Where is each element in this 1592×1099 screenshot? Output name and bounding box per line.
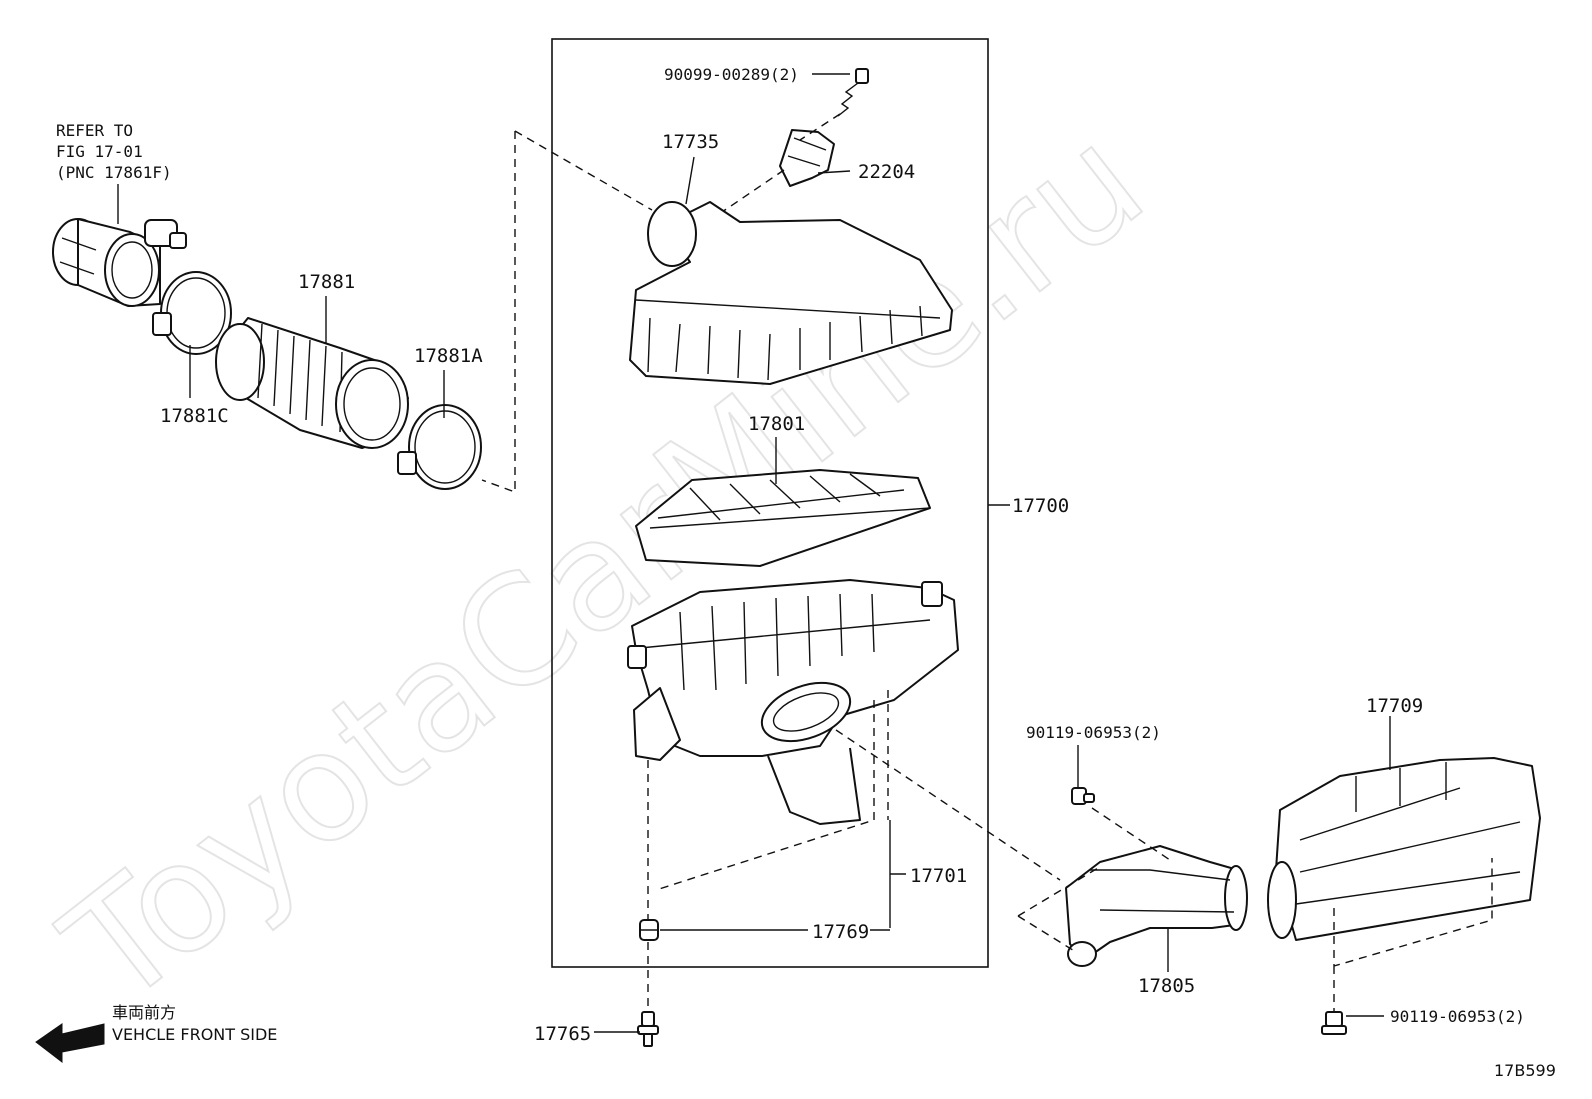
label-17805: 17805 [1138, 975, 1195, 997]
leader-22204 [817, 170, 851, 174]
air-filter-element-17801[interactable] [635, 469, 931, 567]
figure-code: 17B599 [1494, 1061, 1556, 1080]
sensor-dashed-line [721, 113, 841, 213]
hose-clamp-17881c[interactable] [152, 271, 232, 355]
inlet-17709-dashed [1333, 858, 1493, 1016]
label-17765: 17765 [534, 1023, 591, 1045]
label-17769: 17769 [812, 921, 869, 943]
reference-note-line2: FIG 17-01 [56, 142, 143, 161]
watermark: ToyotaCarMine.ru [34, 94, 1175, 1038]
label-17700: 17700 [1012, 495, 1069, 517]
label-17709: 17709 [1366, 695, 1423, 717]
label-22204: 22204 [858, 161, 915, 183]
leader-17701 [889, 820, 906, 928]
label-90119-06953-bottom: 90119-06953(2) [1390, 1007, 1525, 1026]
label-17735: 17735 [662, 131, 719, 153]
label-17881a: 17881A [414, 345, 483, 367]
front-indicator-english: VEHCLE FRONT SIDE [112, 1025, 277, 1044]
reference-note-line1: REFER TO [56, 121, 133, 140]
screw-90099-00289[interactable] [837, 68, 869, 117]
leader-17735 [685, 156, 695, 205]
label-90099-00289: 90099-00289(2) [664, 65, 799, 84]
vehicle-front-indicator: 車両前方 VEHCLE FRONT SIDE [35, 1003, 277, 1064]
air-cleaner-hose-17881[interactable] [215, 317, 409, 449]
bolt-17765[interactable] [637, 1011, 659, 1047]
reference-note-line3: (PNC 17861F) [56, 163, 172, 182]
label-17881: 17881 [298, 271, 355, 293]
arrow-left-icon [35, 1023, 105, 1064]
hose-dashed-bracket [481, 130, 653, 493]
case-dashed-lines [647, 690, 1061, 1010]
hose-clamp-17881a[interactable] [397, 404, 482, 490]
air-flow-sensor-22204[interactable] [779, 129, 835, 187]
inlet-dashed-lines [1017, 807, 1171, 953]
air-flow-meter-adapter[interactable] [52, 218, 187, 307]
bolt-90119-06953-bottom[interactable] [1321, 1011, 1347, 1035]
label-17801: 17801 [748, 413, 805, 435]
grommet-17769[interactable] [639, 919, 659, 941]
air-inlet-duct-17805[interactable] [1065, 845, 1248, 967]
air-cleaner-cap[interactable] [629, 201, 953, 385]
label-17701: 17701 [910, 865, 967, 887]
air-cleaner-case-17701[interactable] [627, 579, 959, 825]
bolt-90119-06953-top[interactable] [1071, 787, 1095, 805]
label-17881c: 17881C [160, 405, 229, 427]
label-90119-06953-top: 90119-06953(2) [1026, 723, 1161, 742]
assembly-frame [551, 38, 989, 968]
front-indicator-japanese: 車両前方 [112, 1003, 176, 1022]
air-inlet-17709[interactable] [1267, 757, 1541, 941]
